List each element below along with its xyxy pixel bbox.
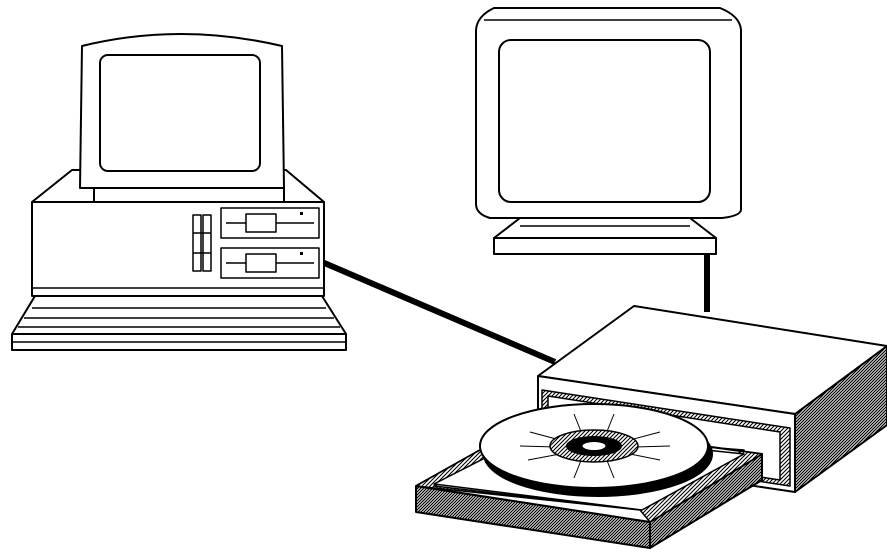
display-monitor-screen (498, 39, 711, 203)
cd-disc-reflections (519, 413, 671, 479)
cd-disc (479, 403, 713, 497)
keyboard (11, 295, 347, 351)
floppy-drive-lower (220, 247, 320, 279)
floppy-drive-upper (220, 207, 320, 239)
front-panel-buttons (192, 214, 212, 272)
desktop-computer (11, 33, 347, 351)
monitor-stand (93, 187, 285, 203)
computer-monitor (79, 33, 285, 189)
display-monitor-base (493, 217, 717, 239)
computer-monitor-screen (99, 54, 261, 172)
display-monitor (475, 7, 742, 255)
cable-computer-to-drive (320, 259, 557, 365)
cd-disc-center-hole (581, 441, 607, 451)
